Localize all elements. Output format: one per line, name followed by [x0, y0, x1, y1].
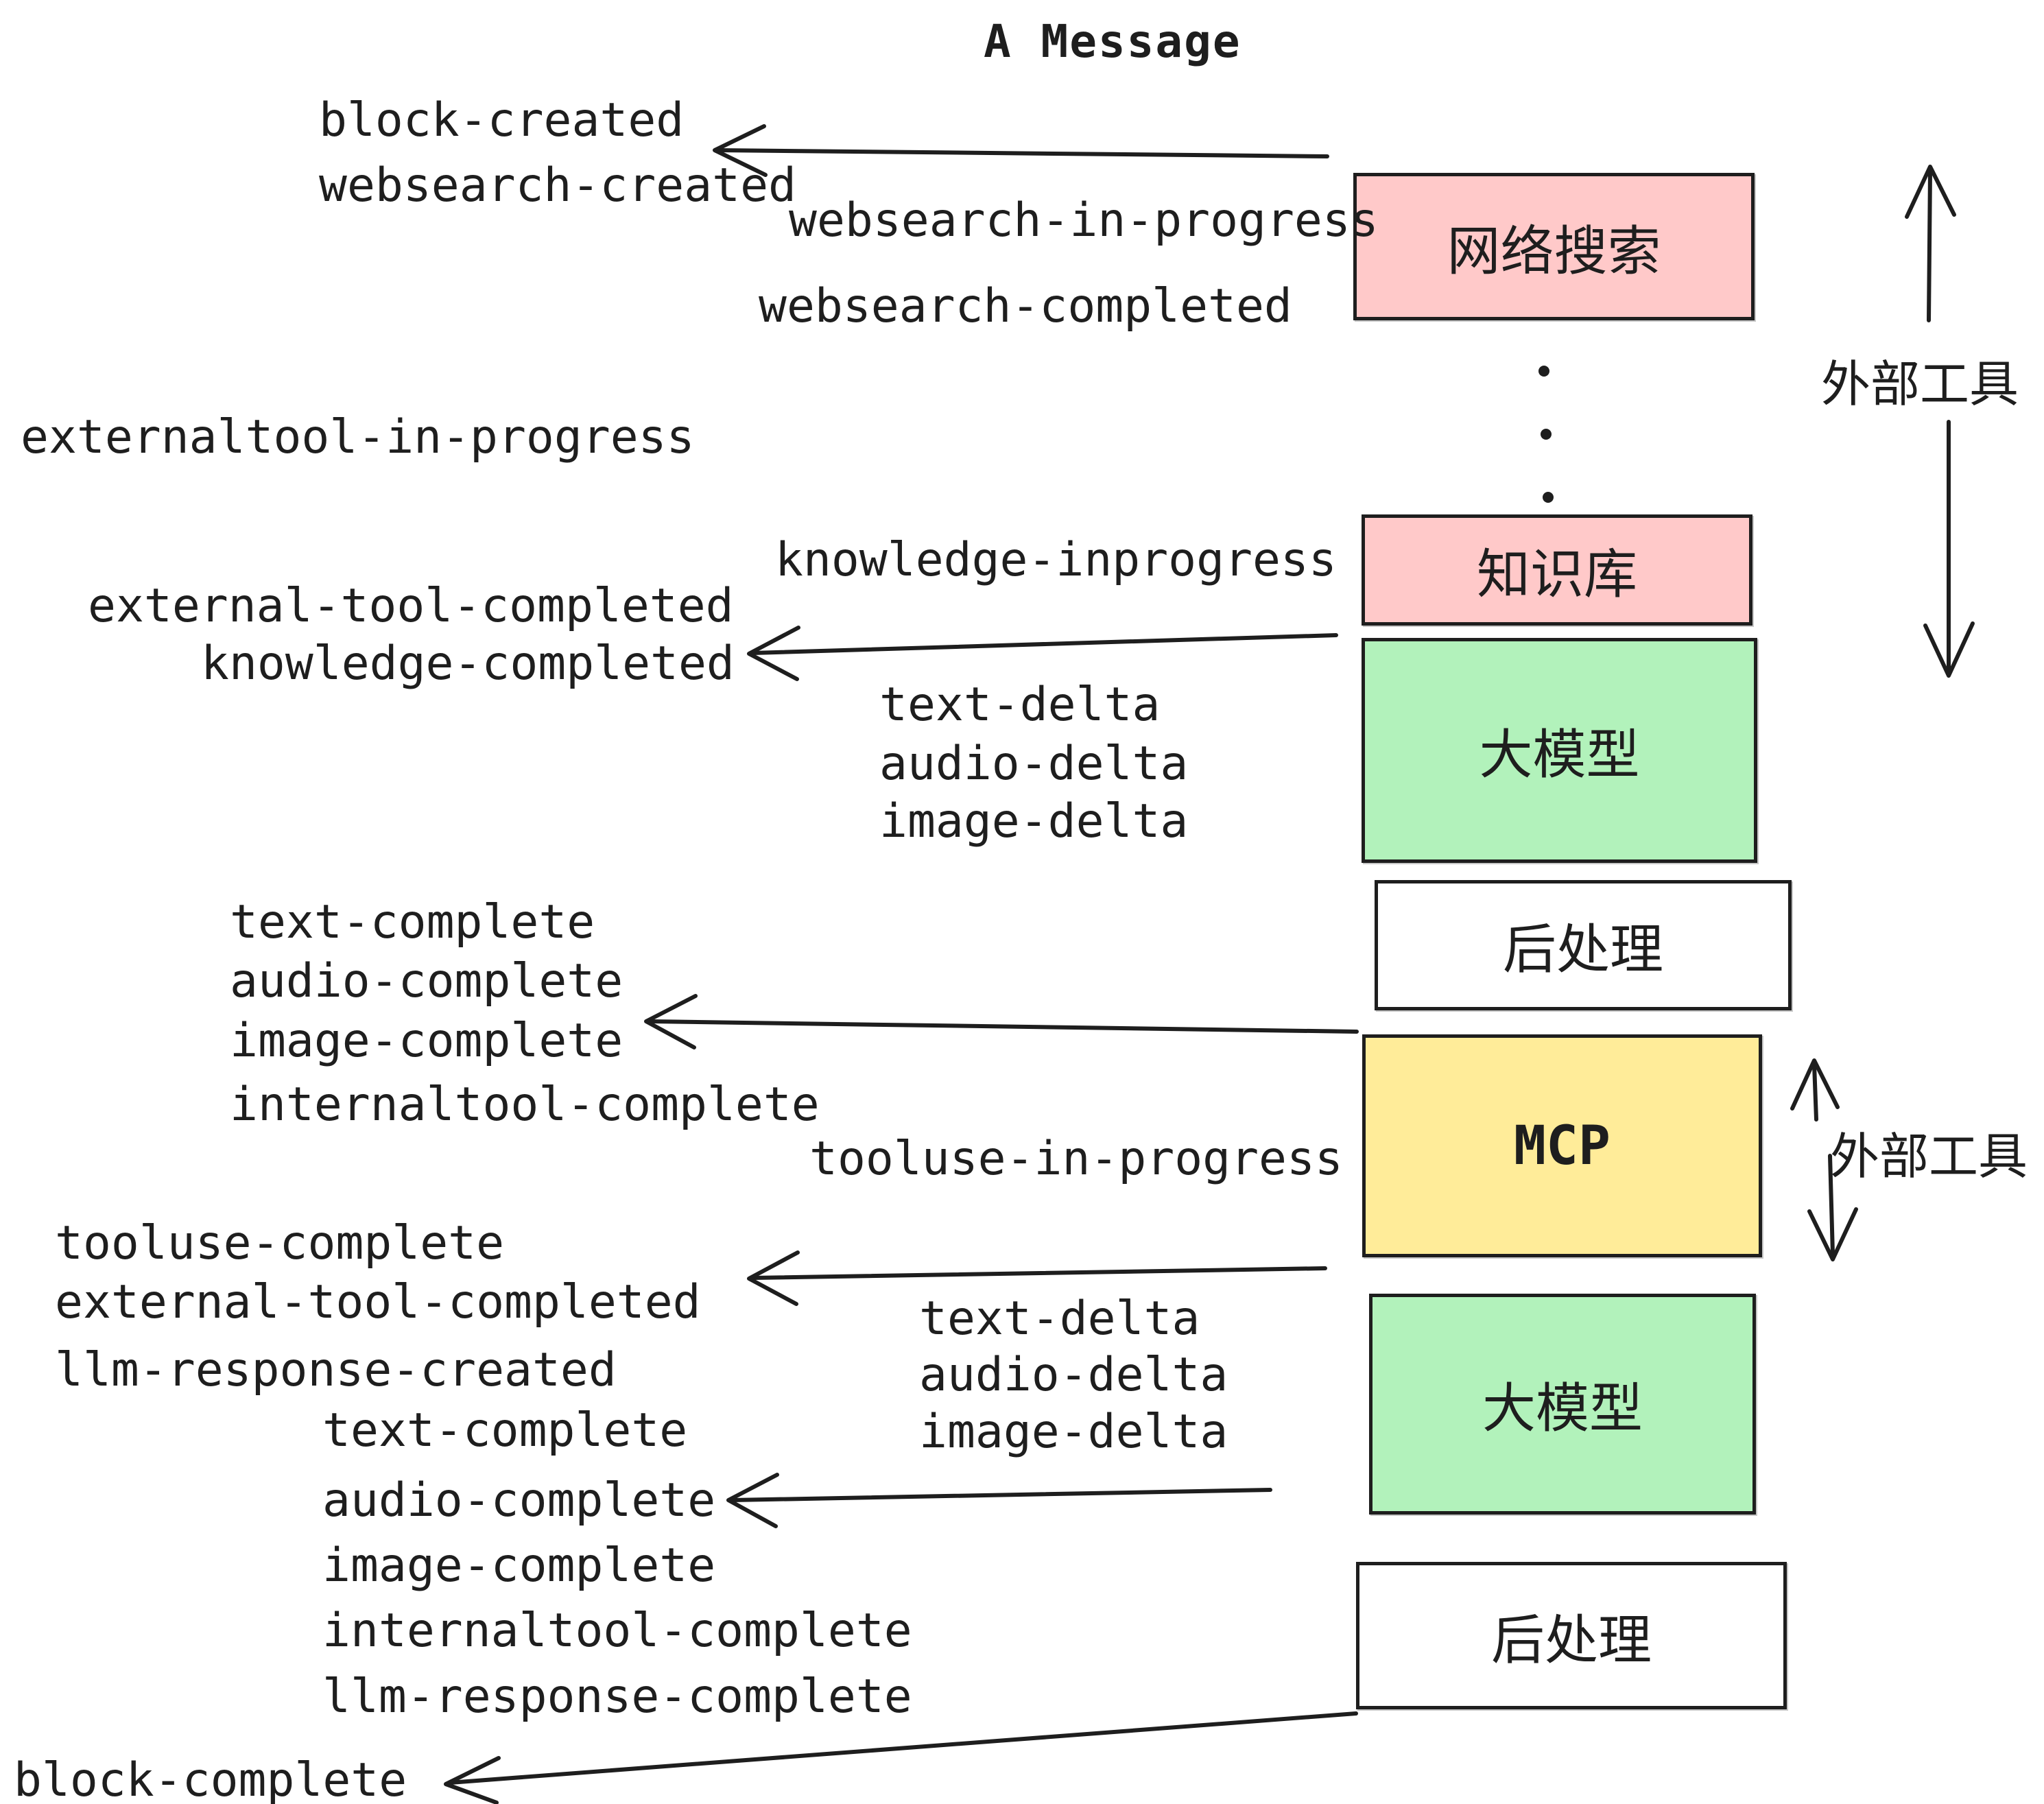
external-tools-top-up-arrow: [1927, 169, 1932, 322]
event-image-delta-2: image-delta: [919, 1405, 1228, 1459]
llm-box-2: 大模型: [1369, 1294, 1756, 1515]
event-llm-response-created: llm-response-created: [55, 1343, 617, 1397]
event-tooluse-complete: tooluse-complete: [55, 1216, 505, 1270]
event-knowledge-completed: knowledge-completed: [201, 637, 735, 691]
external-tools-label-top: 外部工具: [1821, 357, 2019, 412]
event-external-tool-completed-2: external-tool-completed: [55, 1275, 701, 1329]
postprocess-box-2: 后处理: [1356, 1562, 1787, 1709]
event-internaltool-complete-1: internaltool-complete: [230, 1078, 820, 1132]
ellipsis-dot-1: [1538, 366, 1549, 377]
llm-box-2-label: 大模型: [1482, 1378, 1643, 1438]
websearch-box-label: 网络搜索: [1447, 220, 1661, 281]
event-text-delta-2: text-delta: [919, 1292, 1200, 1346]
event-websearch-completed: websearch-completed: [759, 279, 1292, 333]
mcp-box-label: MCP: [1514, 1115, 1611, 1177]
event-externaltool-in-progress: externaltool-in-progress: [21, 410, 695, 464]
arrow-to-image-complete: [648, 1019, 1359, 1034]
external-tools-mid-up-arrowhead: [1790, 1058, 1840, 1111]
event-external-tool-completed: external-tool-completed: [88, 579, 734, 633]
event-tooluse-in-progress: tooluse-in-progress: [809, 1132, 1343, 1186]
external-tools-top-down-arrowhead: [1923, 621, 1975, 678]
event-text-delta-1: text-delta: [879, 678, 1161, 732]
event-audio-complete-1: audio-complete: [230, 954, 623, 1008]
external-tools-top-up-arrowhead: [1905, 165, 1956, 219]
external-tools-mid-down-arrowhead: [1807, 1207, 1858, 1261]
event-image-complete-1: image-complete: [230, 1014, 623, 1068]
event-websearch-in-progress: websearch-in-progress: [789, 193, 1379, 248]
llm-box-1: 大模型: [1362, 638, 1757, 863]
arrow-to-tooluse-complete: [751, 1266, 1327, 1280]
knowledge-box: 知识库: [1362, 514, 1752, 626]
mcp-box: MCP: [1362, 1034, 1762, 1257]
arrow-to-websearch-created: [717, 148, 1329, 158]
event-audio-complete-2: audio-complete: [322, 1473, 716, 1528]
arrowhead-to-knowledge-completed: [747, 626, 800, 681]
postprocess-box-2-label: 后处理: [1490, 1609, 1652, 1670]
event-text-complete-1: text-complete: [230, 895, 595, 949]
arrow-to-knowledge-completed: [751, 633, 1338, 655]
external-tools-mid-up-arrow: [1812, 1063, 1818, 1121]
arrow-to-block-complete: [448, 1711, 1358, 1785]
event-audio-delta-2: audio-delta: [919, 1348, 1228, 1402]
ellipsis-dot-3: [1543, 492, 1554, 503]
external-tools-label-mid: 外部工具: [1830, 1130, 2028, 1185]
diagram-title: A Message: [984, 15, 1241, 68]
postprocess-box-1-label: 后处理: [1502, 919, 1663, 980]
knowledge-box-label: 知识库: [1476, 544, 1637, 604]
event-block-created: block-created: [319, 93, 685, 147]
event-websearch-created: websearch-created: [319, 158, 796, 213]
arrowhead-to-audio-complete: [726, 1473, 779, 1528]
arrowhead-to-image-complete: [644, 994, 698, 1049]
ellipsis-dot-2: [1541, 429, 1552, 440]
postprocess-box-1: 后处理: [1375, 880, 1792, 1010]
event-internaltool-complete-2: internaltool-complete: [322, 1604, 912, 1658]
websearch-box: 网络搜索: [1353, 173, 1755, 320]
arrowhead-to-block-complete: [444, 1756, 501, 1804]
event-image-complete-2: image-complete: [322, 1539, 716, 1593]
event-audio-delta-1: audio-delta: [879, 737, 1189, 791]
llm-box-1-label: 大模型: [1479, 724, 1640, 785]
arrow-to-audio-complete: [730, 1488, 1272, 1502]
event-llm-response-complete: llm-response-complete: [322, 1670, 912, 1724]
event-image-delta-1: image-delta: [879, 794, 1189, 848]
event-knowledge-inprogress: knowledge-inprogress: [775, 533, 1337, 587]
event-text-complete-2: text-complete: [322, 1403, 688, 1458]
arrowhead-to-tooluse-complete: [747, 1250, 800, 1306]
event-block-complete: block-complete: [14, 1753, 407, 1804]
